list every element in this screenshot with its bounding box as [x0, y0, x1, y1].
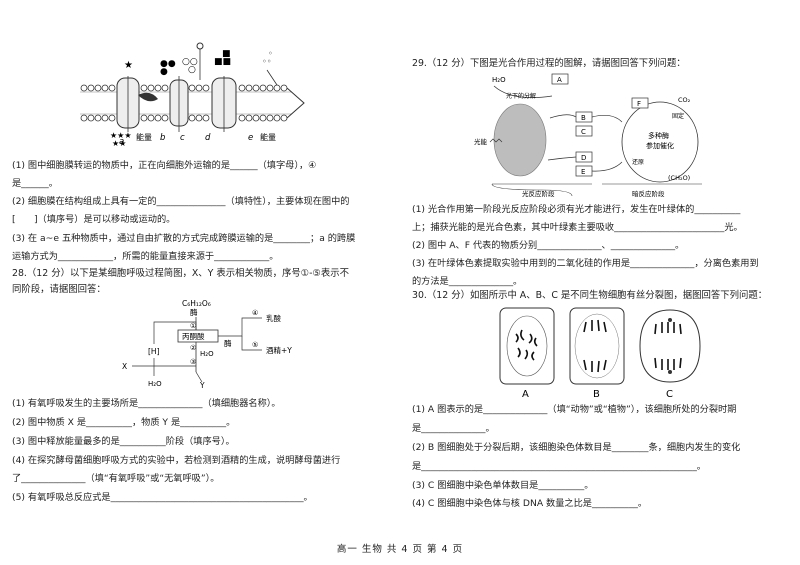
svg-text:○○: ○○	[182, 57, 198, 67]
fix-label: 固定	[672, 112, 684, 120]
split-label: 光下的分解	[506, 92, 536, 100]
q28-line-3: (3) 图中释放能量最多的是__________阶段（填序号）。	[12, 436, 235, 447]
energy-label-2: 能量	[260, 132, 276, 142]
label-d: d	[205, 133, 211, 143]
right-column: 29.（12 分）下图是光合作用过程的图解，请据图回答下列问题： H₂O 光下的…	[412, 0, 792, 540]
box-f: F	[637, 100, 641, 108]
svg-text:○: ○	[188, 65, 196, 75]
h2o-label: H₂O	[492, 76, 506, 84]
q27-line-5: (3) 在 a~e 五种物质中，通过自由扩散的方式完成跨膜运输的是_______…	[12, 233, 356, 244]
q30-title: 30.（12 分）如图所示中 A、B、C 是不同生物细胞有丝分裂图，据图回答下列…	[412, 290, 768, 301]
h2o-label-b: H₂O	[148, 380, 162, 388]
dark-stage-label: 暗反应阶段	[632, 189, 665, 198]
q27-line-4: [ ]（填序号）是可以移动或运动的。	[12, 214, 176, 225]
q29-title: 29.（12 分）下图是光合作用过程的图解，请据图回答下列问题：	[412, 58, 686, 69]
h-label: [H]	[148, 347, 160, 356]
q28-line-2: (2) 图中物质 X 是__________，物质 Y 是__________。	[12, 417, 236, 428]
svg-text:■■: ■■	[214, 57, 231, 67]
x-label: X	[122, 362, 127, 371]
label-a: a	[119, 137, 124, 147]
enzymes-label: 多种酶	[648, 131, 669, 140]
left-column: ★ ●● ● ○○ ○ ■■ ■ ◦◦ ◦ ★★★ ★★ a 能	[12, 0, 392, 540]
membrane-diagram: ★ ●● ● ○○ ○ ■■ ■ ◦◦ ◦ ★★★ ★★ a 能	[80, 42, 305, 148]
label-e: e	[248, 133, 253, 143]
q30-line-3: (2) B 图细胞处于分裂后期，该细胞染色体数目是________条，细胞内发生…	[412, 442, 741, 453]
q29-line-2: 上；捕获光能的是光合色素，其中叶绿素主要吸收__________________…	[412, 222, 743, 233]
q28-line-4: (4) 在探究酵母菌细胞呼吸方式的实验中，若检测到酒精的生成，说明酵母菌进行	[12, 455, 341, 466]
glucose-label: C₆H₁₂O₆	[182, 299, 211, 308]
box-c: C	[581, 128, 586, 136]
q30-line-1: (1) A 图表示的是______________（填“动物”或“植物”），该细…	[412, 404, 737, 415]
light-energy-label: 光能	[474, 137, 488, 146]
q28-title-2: 同阶段，请据图回答：	[12, 284, 106, 295]
ch2o-label: (CH₂O)	[668, 174, 690, 182]
q29-line-3: (2) 图中 A、F 代表的物质分别______________、_______…	[412, 240, 685, 251]
svg-text:★★★: ★★★	[110, 131, 132, 140]
q28-title: 28.（12 分）以下是某细胞呼吸过程简图，X、Y 表示相关物质，序号①-⑤表示…	[12, 268, 350, 279]
svg-text:★: ★	[124, 60, 133, 71]
label-c: c	[180, 133, 185, 143]
box-d: D	[581, 154, 586, 162]
reduce-label: 还原	[632, 159, 644, 166]
mitosis-diagram: A B C	[499, 307, 701, 400]
q30-line-4: 是_______________________________________…	[412, 461, 706, 472]
q28-line-5: 了______________（填“有氧呼吸”或“无氧呼吸”）。	[12, 473, 220, 484]
q29-line-1: (1) 光合作用第一阶段光反应阶段必须有光才能进行，发生在叶绿体的_______…	[412, 204, 741, 215]
q30-line-2: 是______________。	[412, 423, 495, 434]
cell-b-label: B	[593, 389, 600, 400]
q28-line-1: (1) 有氧呼吸发生的主要场所是______________（填细胞器名称）。	[12, 398, 281, 409]
box-a: A	[557, 76, 562, 84]
box-e: E	[581, 168, 585, 176]
q29-line-5: 的方法是______________。	[412, 276, 523, 287]
membrane-figure: ★ ●● ● ○○ ○ ■■ ■ ◦◦ ◦ ★★★ ★★ a 能	[72, 40, 312, 150]
svg-text:●●: ●●	[160, 59, 176, 69]
page-footer: 高一 生物 共 4 页 第 4 页	[336, 544, 464, 555]
enzyme-label-1: 酶	[190, 307, 198, 317]
q27-line-1: (1) 图中细胞膜转运的物质中，正在向细胞外运输的是______（填字母），④	[12, 160, 317, 171]
stage-5: ⑤	[252, 341, 258, 349]
mitosis-figure: A B C	[494, 304, 704, 400]
label-b: b	[160, 133, 165, 143]
q30-line-6: (4) C 图细胞中染色体与核 DNA 数量之比是__________。	[412, 498, 648, 509]
energy-label-1: 能量	[136, 132, 152, 142]
svg-text:◦: ◦	[268, 49, 273, 58]
q30-line-5: (3) C 图细胞中染色单体数目是__________。	[412, 480, 594, 491]
light-stage-label: 光反应阶段	[522, 189, 555, 198]
cell-c-label: C	[666, 389, 673, 400]
y-label: Y	[199, 381, 205, 390]
svg-text:■: ■	[222, 49, 231, 59]
stage-4: ④	[252, 309, 258, 317]
svg-text:★★: ★★	[112, 139, 126, 148]
q27-line-3: (2) 细胞膜在结构组成上具有一定的_______________（填特性），主…	[12, 196, 350, 207]
lactic-acid-label: 乳酸	[266, 313, 281, 323]
pyruvate-label: 丙酮酸	[182, 331, 205, 341]
q27-line-2: 是______。	[12, 178, 58, 189]
svg-text:●: ●	[160, 67, 168, 77]
respiration-figure: C₆H₁₂O₆ 酶 ① 丙酮酸 酶 ④ ⑤ 乳酸 酒精+Y ② H₂O ③	[112, 298, 342, 390]
stage-2: ②	[190, 344, 196, 352]
respiration-diagram: C₆H₁₂O₆ 酶 ① 丙酮酸 酶 ④ ⑤ 乳酸 酒精+Y ② H₂O ③	[122, 299, 292, 390]
stage-1: ①	[190, 322, 196, 330]
cell-a-label: A	[522, 389, 529, 400]
q28-line-6: (5) 有氧呼吸总反应式是___________________________…	[12, 492, 313, 503]
svg-text:◦◦: ◦◦	[262, 57, 271, 66]
h2o-label-a: H₂O	[200, 350, 214, 358]
enzymes-label-2: 参加催化	[646, 141, 674, 150]
alcohol-label: 酒精+Y	[266, 345, 292, 355]
box-b: B	[581, 114, 586, 122]
q29-line-4: (3) 在叶绿体色素提取实验中用到的二氧化硅的作用是______________…	[412, 258, 759, 269]
co2-label: CO₂	[678, 96, 691, 104]
enzyme-label-2: 酶	[224, 338, 232, 348]
photosynthesis-diagram: H₂O 光下的分解 A 光能 B C D E	[474, 73, 702, 198]
photosynthesis-figure: H₂O 光下的分解 A 光能 B C D E	[472, 72, 712, 200]
stage-3: ③	[190, 358, 196, 366]
q27-line-6: 运输方式为____________，所需的能量直接来源于____________…	[12, 251, 279, 262]
